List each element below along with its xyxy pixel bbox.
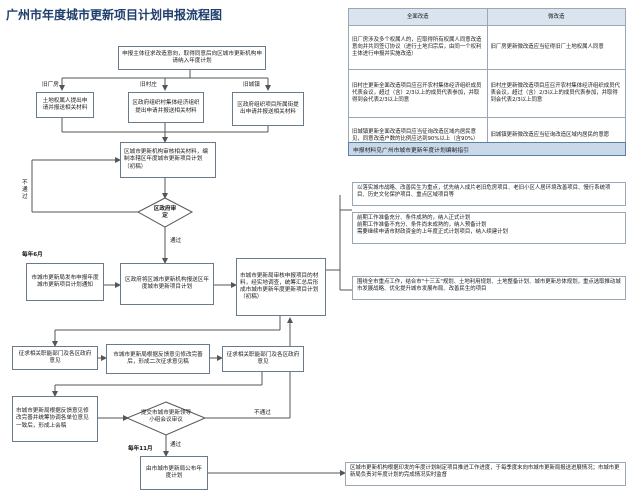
- not-pass-label: 不通过: [22, 180, 28, 200]
- town-box: 区政府组织项目所属街提出申请并报送相关材料: [232, 92, 304, 126]
- publish-box: 由市城市更新局公布年度计划: [140, 456, 208, 490]
- page-title: 广州市年度城市更新项目计划申报流程图: [6, 8, 223, 22]
- factory-box: 土地权属人提出申请并报送相关材料: [36, 92, 94, 118]
- start-box: 申报主体征求改造意向，取得同意后向区城市更新机构申请纳入年度计划: [118, 46, 266, 70]
- month-nov-label: 每年11月: [128, 446, 153, 452]
- month-june-label: 每年6月: [22, 252, 43, 258]
- note-conditions: 前期工作准备充分、条件成熟的，纳入正式计划 前期工作准备不充分、条件尚未成熟的，…: [352, 212, 626, 244]
- solicit-box: 征求相关职能部门及各区政府意见: [12, 346, 98, 370]
- branch-label-factory: 旧厂房: [42, 82, 59, 88]
- note-planning: 围绕全市重点工作，结合市"十三五"规划、土地利用规划、土地整备计划、城市更新总体…: [352, 276, 626, 300]
- city-draft-box: 市城市更新局审核申报项目的材料，经实地调查，统筹汇总后形成市城市更新年度更新项目…: [236, 258, 326, 316]
- branch-label-town: 旧城镇: [243, 82, 260, 88]
- pass-label-2: 通过: [170, 442, 182, 448]
- village-box: 区政府组织村集体经济组织提出申请并报送相关材料: [128, 92, 204, 123]
- coordinate-box: 市城市更新局根据反馈意见修改完善并统筹协调各单位意见一致后，形成上会稿: [12, 396, 98, 442]
- table-cell: 旧村庄更新全面改造项目应召开农村集体经济组织成员代表会议，超过（含）2/3以上的…: [348, 69, 488, 118]
- district-review-box: 区城市更新机构审核相关材料，编制本辖区年度城市更新项目计划（初稿）: [120, 142, 216, 178]
- table-header-micro: 微改造: [486, 8, 626, 26]
- decision-city: 提交市城市更新领导小组会议审议: [140, 410, 192, 423]
- pass-label: 通过: [170, 238, 182, 244]
- table-cell: 旧村庄更新微改造项目应召开农村集体经济组织成员代表会议，超过（含）2/3以上的成…: [486, 69, 626, 118]
- note-supervision: 区城市更新机构根据印发的年度计划制定项目推进工作进度，于每季度末向市城市更新局报…: [345, 462, 626, 486]
- decision-district: 区政府审定: [153, 206, 177, 219]
- not-pass-label-2: 不通过: [254, 410, 271, 416]
- city-issue-box: 市城市更新局发布申报年度城市更新项目计划通知: [26, 263, 104, 301]
- table-cell: 旧厂房更新微改造应当征得旧厂土地权属人同意: [486, 25, 626, 70]
- revise-box: 市城市更新局根据反馈意见修改完善后，形成二次征求意见稿: [106, 344, 210, 374]
- note-principles: 以落实城市战略、改善民生为重点，优先纳入成片老旧危房项目、老旧小区人居环境改善项…: [352, 182, 626, 206]
- table-header-full: 全面改造: [348, 8, 488, 26]
- branch-label-village: 旧村庄: [140, 82, 157, 88]
- guide-banner: 申报材料见广州市城市更新年度计划编制指引: [348, 142, 626, 156]
- district-submit-box: 区政府将区城市更新机构报送区年度城市更新项目计划: [120, 263, 214, 305]
- transformation-table: 全面改造 微改造 旧厂房涉及多个权属人的，应取得所有权属人同意改造意向并共同签订…: [348, 8, 626, 154]
- solicit-2-box: 征求相关职能部门及各区政府意见: [222, 346, 304, 372]
